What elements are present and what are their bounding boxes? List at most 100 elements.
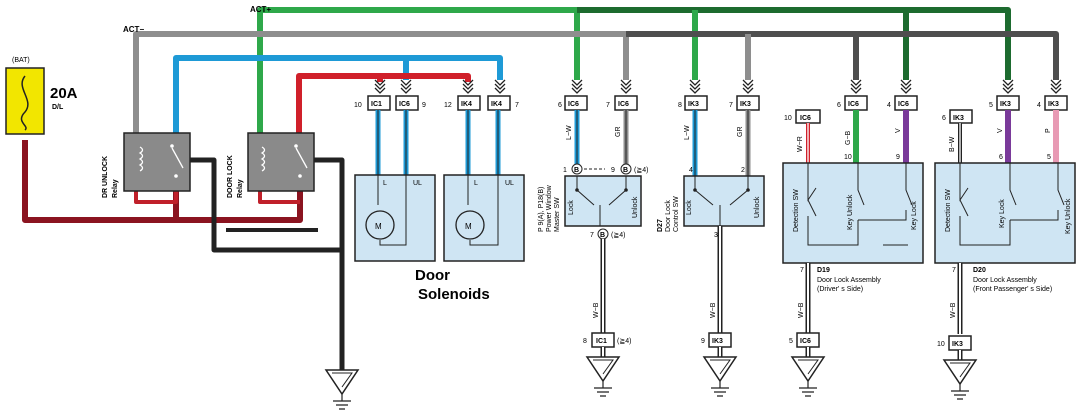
d19-pin-bottom: 7	[800, 267, 804, 274]
d20-inner-pin-1: 6	[999, 154, 1003, 161]
master-switch: 6 IC6 7 IC6 L−W GR 1 B 9 B (≧4) Lock Unl…	[538, 95, 648, 348]
connector-arrow-icon	[900, 79, 912, 94]
master-title-2: Power Window	[546, 184, 553, 232]
act-plus-label: ACT+	[250, 5, 271, 14]
fuse-body	[5, 67, 45, 135]
sol-right-conn-1: IK4	[461, 101, 472, 108]
fuse-feed-wire	[22, 140, 303, 223]
d20-wire-1: B−W	[949, 136, 956, 152]
sol-left-pin-2: 9	[422, 102, 426, 109]
d19-wire-bottom: W−B	[798, 302, 805, 318]
master-conn-b-3: B	[600, 232, 605, 239]
fuse-rating: 20A	[50, 85, 78, 102]
control-pin-4: 4	[689, 167, 693, 174]
fuse-name: D/L	[52, 104, 64, 111]
connector-arrow-icon	[571, 79, 583, 94]
control-pin-3: 3	[714, 232, 718, 239]
d20-wire-2: V	[997, 128, 1004, 133]
relay-lock-name: DOOR LOCK	[227, 155, 234, 198]
ground-icon	[942, 350, 978, 400]
d20-bot-conn: IK3	[952, 341, 963, 348]
d19-title-2: (Driver' s Side)	[817, 286, 863, 293]
control-bot-pin: 9	[701, 338, 705, 345]
control-bot-conn: IK3	[712, 338, 723, 345]
control-lock: Lock	[686, 200, 693, 215]
act-minus-wire-dk	[626, 31, 1059, 80]
d20-bot-pin: 10	[937, 341, 945, 348]
master-wire-2: GR	[615, 127, 622, 138]
control-unlock: Unlock	[754, 196, 761, 218]
d20-top-pin-1: 6	[942, 115, 946, 122]
master-conn-b-2: B	[623, 167, 628, 174]
ground-wire	[188, 157, 345, 370]
master-top-conn-1: IC6	[568, 101, 579, 108]
d19-title-1: Door Lock Assembly	[817, 277, 881, 284]
control-title-2: Door Lock	[665, 200, 672, 232]
master-unlock: Unlock	[632, 196, 639, 218]
d19-sw-3: Key Lock	[911, 201, 918, 230]
master-bot-pin: 8	[583, 338, 587, 345]
sol-right-motor: M	[465, 222, 472, 231]
fuse: (BAT) 20A D/L	[5, 57, 78, 135]
d19-bot-pin: 5	[789, 338, 793, 345]
d19-bot-conn: IC6	[800, 338, 811, 345]
sol-left-term-l: L	[383, 180, 387, 187]
door-lock-assembly-d19: 10 IC6 6 IC6 4 IC6 W−R G−B V 10 9 Detect…	[782, 95, 924, 348]
red-wire-lock-2	[380, 73, 471, 82]
blue-wire-unlock	[173, 55, 409, 150]
sol-left-conn-1: IC1	[371, 101, 382, 108]
connector-arrow-icon	[620, 79, 632, 94]
d20-wire-bottom: W−B	[950, 302, 957, 318]
red-relay-link-2	[258, 190, 300, 204]
connector-arrow-icon	[400, 79, 412, 94]
control-title-1: D27	[657, 219, 664, 232]
relay-lock: DOOR LOCK Relay	[227, 132, 315, 198]
sol-right-term-l: L	[474, 180, 478, 187]
connector-arrow-icon	[494, 79, 506, 94]
control-top-conn-2: IK3	[740, 101, 751, 108]
ground-icon	[702, 347, 738, 397]
act-minus-label: ACT−	[123, 25, 144, 34]
d19-top-conn-1: IC6	[800, 115, 811, 122]
control-top-pin-1: 8	[678, 102, 682, 109]
sol-right-pin-2: 7	[515, 102, 519, 109]
d19-code: D19	[817, 267, 830, 274]
d19-top-pin-3: 4	[887, 102, 891, 109]
d19-wire-3: V	[895, 128, 902, 133]
d20-sw-2: Key Lock	[999, 199, 1006, 228]
control-top-conn-1: IK3	[688, 101, 699, 108]
master-title-3: Master SW	[554, 197, 561, 232]
solenoid-left: 10 IC1 IC6 9 L UL M	[354, 95, 436, 262]
connector-arrow-icon	[462, 79, 474, 94]
master-top-pin-2: 7	[606, 102, 610, 109]
act-plus-wire-dk	[577, 7, 1011, 80]
control-title-3: Control SW	[673, 196, 680, 232]
d19-sw-2: Key Unlock	[847, 194, 854, 230]
ground-icon	[790, 347, 826, 397]
fuse-bat-label: (BAT)	[12, 57, 30, 64]
ground-wire-2	[310, 157, 345, 250]
ground-symbols	[324, 347, 978, 410]
ground-icon	[585, 347, 621, 397]
solenoid-right: 12 IK4 IK4 7 L UL M	[443, 95, 525, 262]
master-bot-note: (≧4)	[617, 338, 631, 345]
connector-arrow-icon	[742, 79, 754, 94]
d20-inner-pin-2: 5	[1047, 154, 1051, 161]
d20-title-2: (Front Passenger' s Side)	[973, 286, 1052, 293]
sol-left-term-ul: UL	[413, 180, 422, 187]
connector-arrows	[374, 79, 1062, 94]
control-wire-1: L−W	[684, 125, 691, 140]
d19-inner-pin-2: 9	[896, 154, 900, 161]
master-bot-conn: IC1	[596, 338, 607, 345]
d20-top-pin-2: 5	[989, 102, 993, 109]
control-pin-2: 2	[741, 167, 745, 174]
sol-right-conn-2: IK4	[491, 101, 502, 108]
d19-wire-2: G−B	[845, 130, 852, 145]
d20-wire-3: P	[1045, 128, 1052, 133]
d20-top-conn-2: IK3	[1000, 101, 1011, 108]
d20-title-1: Door Lock Assembly	[973, 277, 1037, 284]
control-top-pin-2: 7	[729, 102, 733, 109]
door-lock-assembly-d20: 6 IK3 5 IK3 4 IK3 B−W V P 6 5 Detection …	[934, 95, 1076, 351]
d19-top-conn-2: IC6	[848, 101, 859, 108]
